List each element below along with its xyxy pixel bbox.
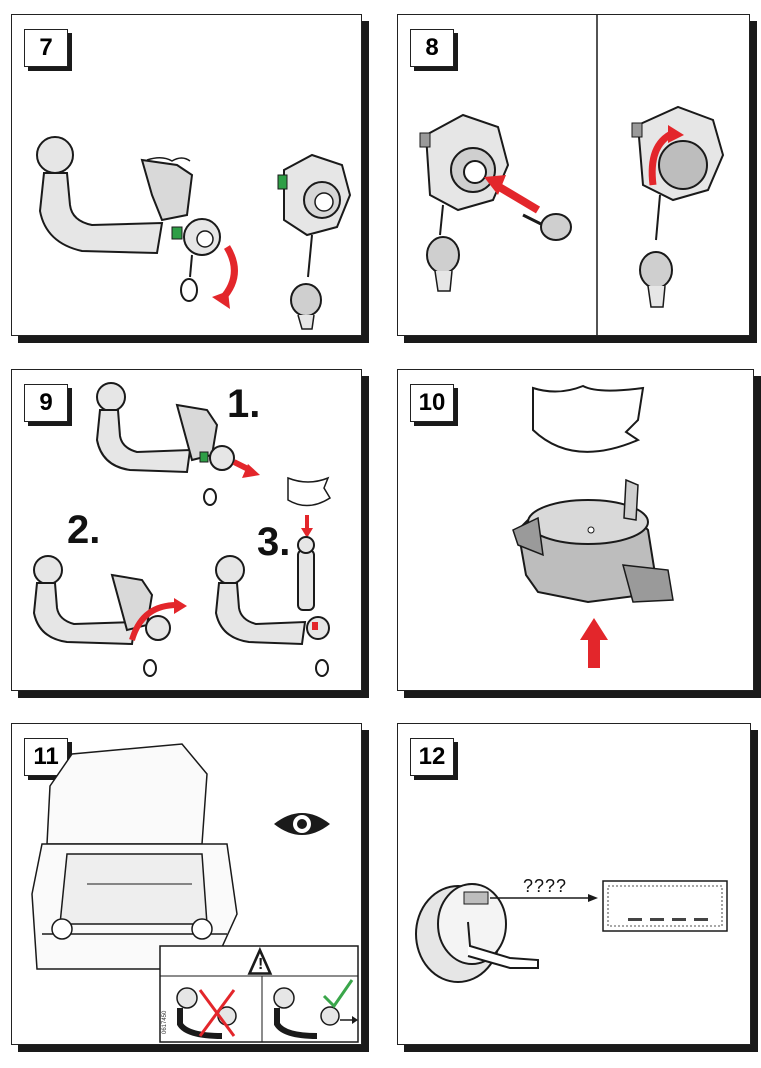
key-number-illustration xyxy=(415,880,728,983)
step-number-badge: 10 xyxy=(410,384,454,422)
step-number-badge: 7 xyxy=(24,29,68,67)
svg-text:!: ! xyxy=(258,956,263,973)
panel-step-9: 9 1. 2. 3. xyxy=(11,369,362,691)
panel-step-8: 8 xyxy=(397,14,750,336)
step-label-3: 3. xyxy=(257,520,291,564)
warning-triangle-icon: ! xyxy=(247,946,273,975)
panel-step-11: 11 ! xyxy=(11,723,362,1045)
cap-fit-illustration xyxy=(512,384,674,668)
check-mark-icon xyxy=(322,979,354,1009)
panel-step-12: 12 ???? xyxy=(397,723,751,1045)
towbar-remove-illustration xyxy=(32,382,332,677)
eye-icon xyxy=(274,813,330,835)
serial-number: 0617450 xyxy=(162,1010,168,1034)
step-number-badge: 8 xyxy=(410,29,454,67)
arrow-icon xyxy=(490,894,598,902)
step-label-2: 2. xyxy=(67,508,101,552)
step-number-badge: 12 xyxy=(410,738,454,776)
towbar-unlock-illustration xyxy=(36,136,352,330)
trunk-check-illustration: ! xyxy=(31,743,359,1043)
unknown-link-label: ???? xyxy=(523,876,568,896)
step-label-1: 1. xyxy=(227,382,261,426)
step-number-badge: 9 xyxy=(24,384,68,422)
cross-mark-icon xyxy=(198,989,236,1037)
key-insert-illustration xyxy=(419,15,725,335)
panel-step-10: 10 xyxy=(397,369,754,691)
panel-step-7: 7 xyxy=(11,14,362,336)
